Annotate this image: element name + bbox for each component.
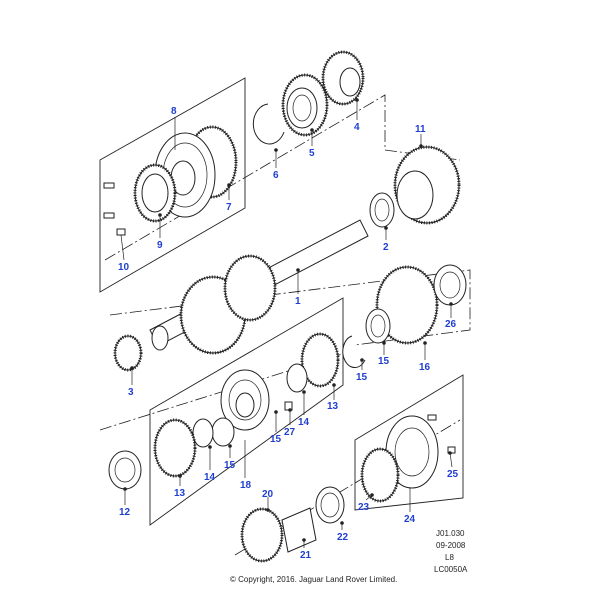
part-13-gear-lower bbox=[153, 418, 197, 478]
callout-17: 15 bbox=[356, 372, 368, 383]
part-17-circlip bbox=[342, 335, 366, 369]
drawing-date: 09-2008 bbox=[436, 541, 466, 550]
callout-25: 25 bbox=[447, 469, 459, 480]
part-1-main-shaft bbox=[149, 219, 369, 355]
callout-18: 15 bbox=[378, 356, 390, 367]
part-4-helical-gear bbox=[321, 50, 365, 106]
callout-1: 1 bbox=[295, 296, 301, 307]
part-11-gear bbox=[393, 145, 461, 225]
part-15-hub-lower bbox=[211, 417, 235, 447]
callout-16: 18 bbox=[240, 480, 252, 491]
callout-6: 6 bbox=[273, 170, 279, 181]
gear-set-24-boundary bbox=[354, 374, 464, 511]
callout-23: 23 bbox=[358, 502, 370, 513]
callout-26: 26 bbox=[445, 319, 457, 330]
callout-15-upper: 15 bbox=[270, 434, 282, 445]
part-12-bearing bbox=[108, 450, 142, 490]
part-13-gear-upper bbox=[300, 332, 340, 388]
drawing-number: J01.030 bbox=[436, 529, 465, 538]
callout-8: 8 bbox=[171, 106, 177, 117]
part-15-hub-upper bbox=[220, 369, 270, 431]
callout-10: 10 bbox=[118, 262, 130, 273]
callout-5: 5 bbox=[309, 148, 315, 159]
callout-14-lower: 14 bbox=[204, 472, 216, 483]
illustration-code: LC0050A bbox=[434, 565, 468, 574]
part-2-needle-bearing bbox=[369, 192, 395, 228]
callout-14-upper: 14 bbox=[298, 417, 310, 428]
callout-20: 20 bbox=[262, 489, 274, 500]
copyright-notice: © Copyright, 2016. Jaguar Land Rover Lim… bbox=[230, 575, 397, 584]
drawing-level: L8 bbox=[445, 553, 454, 562]
part-9-synchro-ring bbox=[133, 163, 177, 223]
part-14-ring-lower bbox=[192, 418, 214, 448]
part-18-bearing bbox=[365, 308, 391, 344]
callout-3: 3 bbox=[128, 387, 134, 398]
callout-9: 9 bbox=[157, 240, 163, 251]
upper-axis-line bbox=[104, 94, 461, 261]
synchro-assembly-boundary bbox=[99, 77, 246, 293]
callout-11: 11 bbox=[415, 124, 426, 135]
callout-19: 16 bbox=[419, 362, 431, 373]
part-5-ring-gear bbox=[281, 73, 329, 137]
callout-7: 7 bbox=[226, 202, 232, 213]
callout-24: 24 bbox=[404, 514, 416, 525]
callout-13-upper: 13 bbox=[327, 401, 339, 412]
part-10-detent-pins bbox=[103, 182, 126, 236]
callout-4: 4 bbox=[354, 122, 360, 133]
callout-27: 27 bbox=[284, 427, 296, 438]
part-20-gear bbox=[240, 507, 284, 563]
part-14-ring-upper bbox=[286, 363, 308, 393]
callout-22: 22 bbox=[337, 532, 349, 543]
callout-15-lower: 15 bbox=[224, 460, 236, 471]
gear-set-16-boundary bbox=[149, 297, 344, 526]
part-23-synchro-ring bbox=[360, 447, 400, 503]
part-3-roller-bearing bbox=[113, 334, 143, 372]
leader-dots bbox=[123, 98, 453, 542]
part-19-gear bbox=[375, 265, 439, 345]
callout-12: 12 bbox=[119, 507, 131, 518]
callout-13-lower: 13 bbox=[174, 488, 186, 499]
callout-2: 2 bbox=[383, 242, 389, 253]
part-21-sleeve bbox=[281, 507, 317, 553]
callout-21: 21 bbox=[300, 550, 312, 561]
part-26-bearing bbox=[433, 264, 467, 306]
leader-lines bbox=[120, 100, 453, 548]
part-22-bearing bbox=[315, 486, 345, 524]
part-6-circlip bbox=[252, 103, 285, 145]
